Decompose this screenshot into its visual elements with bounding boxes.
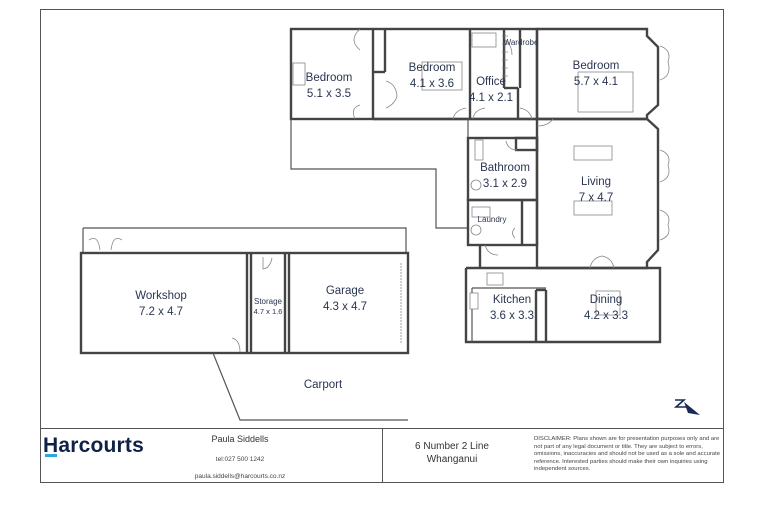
bedroom-wing-walls [289, 27, 539, 121]
footer-divider [382, 429, 383, 483]
room-label-wardrobe: Wardrobe [503, 38, 539, 47]
furniture [292, 32, 634, 316]
address-line-1: 6 Number 2 Line [415, 441, 489, 452]
room-label-carport: Carport [303, 379, 343, 391]
brand-logo: Harcourts [43, 434, 144, 457]
north-arrow-icon [673, 399, 700, 415]
room-label-laundry: Laundry [477, 215, 507, 224]
address-line-2: Whanganui [426, 454, 478, 465]
footer: Harcourts Paula Siddells tel:027 500 124… [40, 428, 724, 483]
agent-name: Paula Siddells [211, 434, 269, 444]
disclaimer-text: DISCLAIMER: Plans shown are for presenta… [534, 436, 720, 473]
property-address: 6 Number 2 Line Whanganui [372, 440, 532, 466]
agent-email: paula.siddells@harcourts.co.nz [194, 473, 286, 480]
brand-accent-bar [45, 454, 57, 457]
agent-phone: tel:027 500 1242 [215, 456, 265, 463]
